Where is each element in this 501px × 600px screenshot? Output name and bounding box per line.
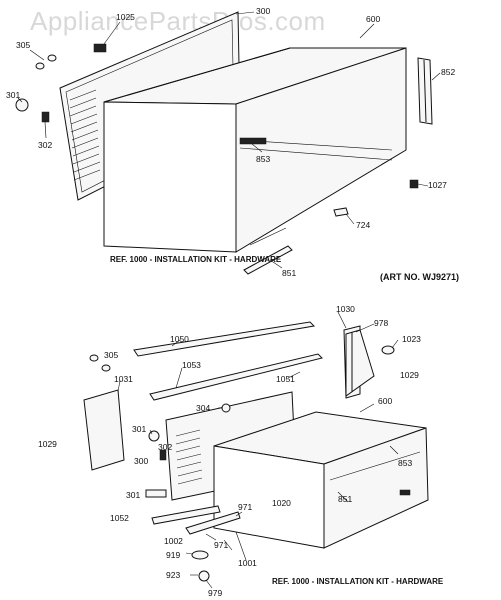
label-1051: 1051 [276,374,295,384]
bottom-clip-1023 [381,345,395,355]
bottom-knob-302 [159,449,167,461]
label-971-a: 971 [238,502,252,512]
label-979: 979 [208,588,222,598]
label-302-bottom: 302 [158,442,172,452]
bottom-side-panel-right [343,325,375,399]
top-rail-851 [243,245,293,275]
label-1020: 1020 [272,498,291,508]
label-724: 724 [356,220,370,230]
label-1002: 1002 [164,536,183,546]
top-bracket-724 [333,207,349,217]
label-1001: 1001 [238,558,257,568]
label-305-bottom: 305 [104,350,118,360]
label-301-bottom-a: 301 [132,424,146,434]
top-knob-301 [15,98,29,112]
bottom-bracket-971 [185,511,241,535]
top-clip-1027 [409,179,419,189]
label-1027: 1027 [428,180,447,190]
bottom-cabinet [213,411,429,549]
bottom-caption: REF. 1000 - INSTALLATION KIT - HARDWARE [272,577,444,586]
label-1023: 1023 [402,334,421,344]
top-rail-852 [417,57,433,125]
art-number: (ART NO. WJ9271) [380,272,459,282]
top-assembly: 1025 300 600 305 852 301 302 853 1027 72… [6,6,459,282]
label-600-bottom: 600 [378,396,392,406]
bottom-part-304 [221,403,231,413]
label-853-bottom: 853 [398,458,412,468]
label-851-bottom: 851 [338,494,352,504]
label-1050: 1050 [170,334,189,344]
bottom-bar-1053 [149,353,323,401]
top-screws-305 [35,54,57,70]
label-305: 305 [16,40,30,50]
label-853: 853 [256,154,270,164]
label-301: 301 [6,90,20,100]
label-304: 304 [196,403,210,413]
label-1053: 1053 [182,360,201,370]
bottom-screws-305 [89,354,111,372]
label-851: 851 [282,268,296,278]
cabinet-sleeve [103,47,407,253]
bottom-foot-919 [191,550,209,560]
label-1052: 1052 [110,513,129,523]
label-1025: 1025 [116,12,135,22]
label-978: 978 [374,318,388,328]
label-600: 600 [366,14,380,24]
label-923: 923 [166,570,180,580]
label-300-bottom: 300 [134,456,148,466]
label-300: 300 [256,6,270,16]
bottom-assembly: 1030 978 1050 1023 305 1053 1031 1029 10… [38,304,444,598]
bottom-knob-301b [145,489,167,498]
watermark-text: AppliancePartsPros.com [30,6,326,36]
bottom-bar-1050 [133,321,316,357]
label-1029-right: 1029 [400,370,419,380]
label-852: 852 [441,67,455,77]
top-caption: REF. 1000 - INSTALLATION KIT - HARDWARE [110,255,282,264]
bottom-bolt-923 [198,570,210,582]
label-301-bottom-b: 301 [126,490,140,500]
label-302: 302 [38,140,52,150]
label-1029-left: 1029 [38,439,57,449]
bottom-rail-1052 [151,505,221,525]
top-knob-302 [41,111,50,123]
bottom-knob-301a [148,430,160,442]
bottom-side-panel-left [83,389,125,471]
label-1031: 1031 [114,374,133,384]
label-919: 919 [166,550,180,560]
label-1030: 1030 [336,304,355,314]
label-971-b: 971 [214,540,228,550]
